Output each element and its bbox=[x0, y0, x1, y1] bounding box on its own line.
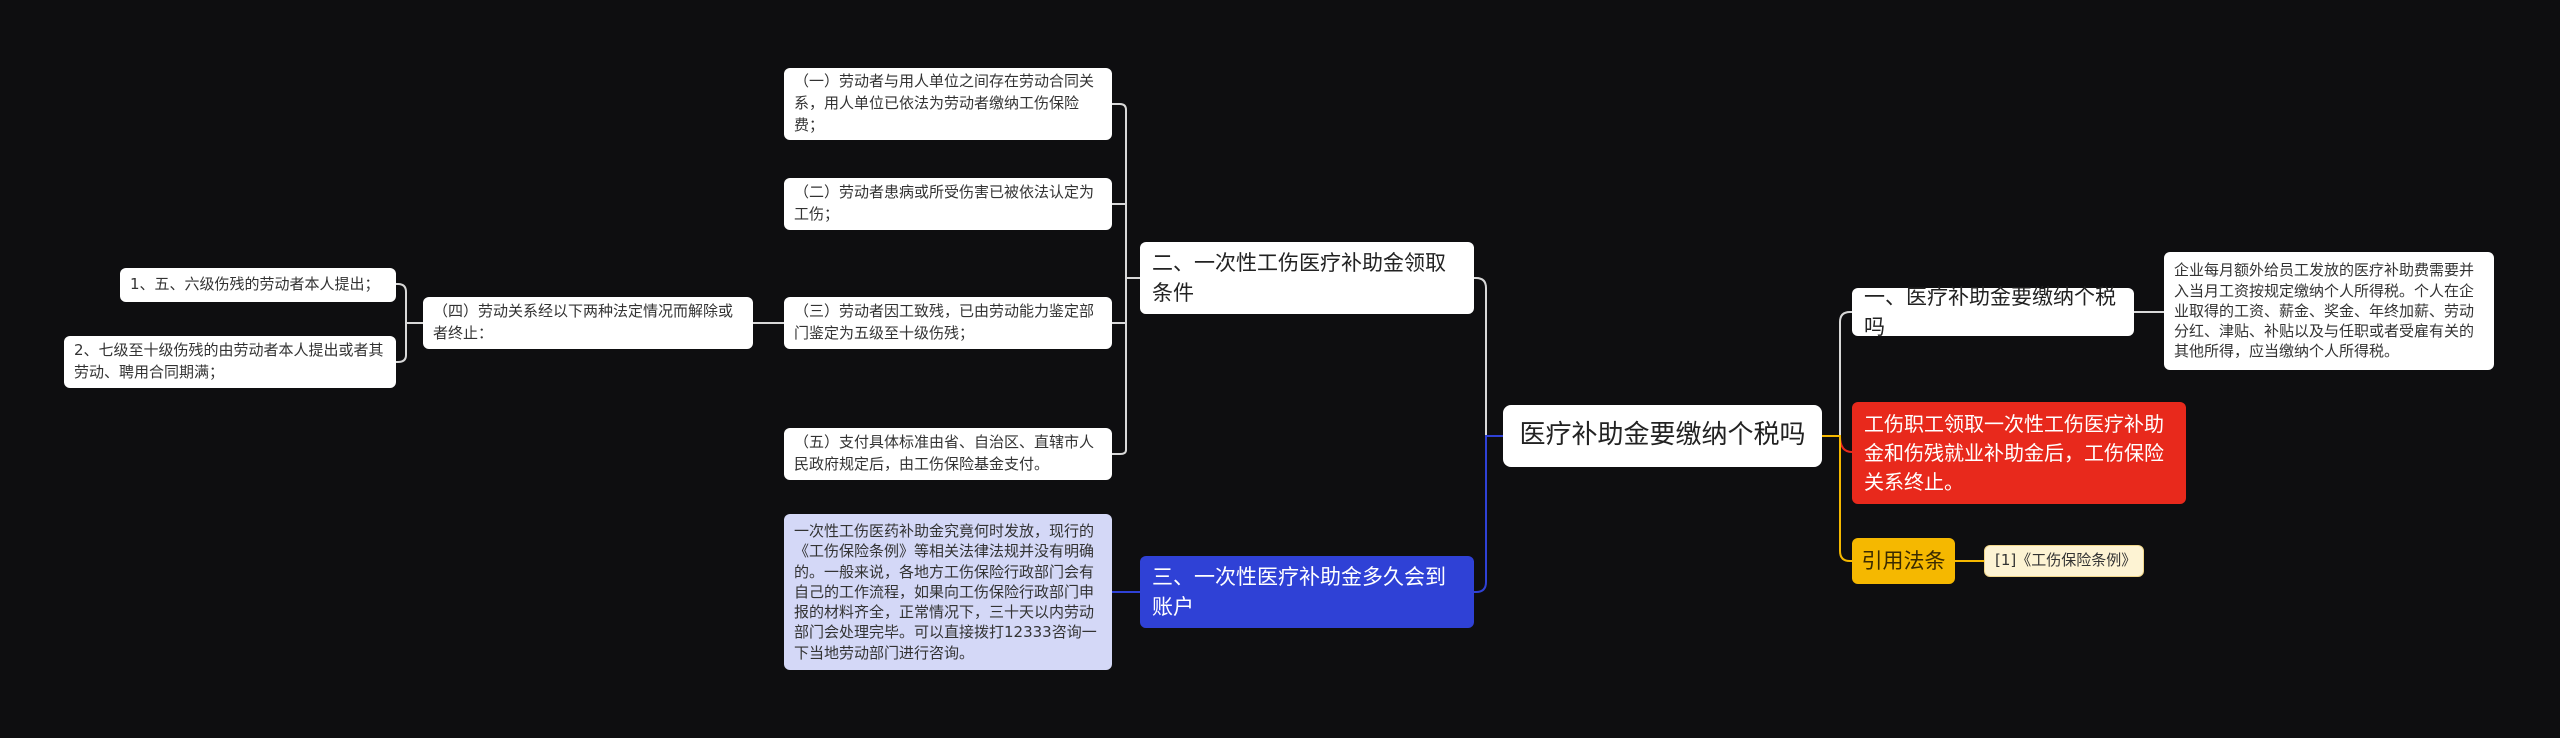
condition-item-1-text: （一）劳动者与用人单位之间存在劳动合同关系，用人单位已依法为劳动者缴纳工伤保险费… bbox=[794, 72, 1095, 134]
root-topic-label: 医疗补助金要缴纳个税吗 bbox=[1519, 420, 1806, 451]
edge-b4-items bbox=[1112, 103, 1140, 455]
branch-cited-law[interactable]: 引用法条 bbox=[1852, 538, 1955, 584]
condition-item-2[interactable]: （二）劳动者患病或所受伤害已被依法认定为工伤； bbox=[784, 178, 1112, 230]
edge-root-b5 bbox=[1474, 435, 1503, 593]
condition-item-1[interactable]: （一）劳动者与用人单位之间存在劳动合同关系，用人单位已依法为劳动者缴纳工伤保险费… bbox=[784, 68, 1112, 140]
branch-tax-question-label: 一、医疗补助金要缴纳个税吗 bbox=[1864, 284, 2116, 339]
payment-timing-detail-text: 一次性工伤医药补助金究竟何时发放，现行的《工伤保险条例》等相关法律法规并没有明确… bbox=[794, 522, 1097, 662]
termination-case-2[interactable]: 2、七级至十级伤残的由劳动者本人提出或者其劳动、聘用合同期满； bbox=[64, 336, 396, 388]
branch-cited-law-label: 引用法条 bbox=[1861, 548, 1946, 573]
edge-root-b3 bbox=[1822, 435, 1852, 562]
branch-eligibility-conditions[interactable]: 二、一次性工伤医疗补助金领取条件 bbox=[1140, 242, 1474, 314]
condition-item-5[interactable]: （五）支付具体标准由省、自治区、直辖市人民政府规定后，由工伤保险基金支付。 bbox=[784, 428, 1112, 480]
condition-item-3[interactable]: （三）劳动者因工致残，已由劳动能力鉴定部门鉴定为五级至十级伤残； bbox=[784, 297, 1112, 349]
termination-case-1[interactable]: 1、五、六级伤残的劳动者本人提出； bbox=[120, 268, 396, 302]
branch-insurance-termination[interactable]: 工伤职工领取一次性工伤医疗补助金和伤残就业补助金后，工伤保险关系终止。 bbox=[1852, 402, 2186, 504]
branch-payment-timing[interactable]: 三、一次性医疗补助金多久会到账户 bbox=[1140, 556, 1474, 628]
branch-payment-timing-label: 三、一次性医疗补助金多久会到账户 bbox=[1152, 564, 1446, 619]
tax-question-detail[interactable]: 企业每月额外给员工发放的医疗补助费需要并入当月工资按规定缴纳个人所得税。个人在企… bbox=[2164, 252, 2494, 370]
branch-tax-question[interactable]: 一、医疗补助金要缴纳个税吗 bbox=[1852, 285, 2134, 339]
branch-eligibility-conditions-label: 二、一次性工伤医疗补助金领取条件 bbox=[1152, 250, 1446, 305]
tax-question-detail-text: 企业每月额外给员工发放的医疗补助费需要并入当月工资按规定缴纳个人所得税。个人在企… bbox=[2174, 261, 2475, 361]
condition-item-2-text: （二）劳动者患病或所受伤害已被依法认定为工伤； bbox=[794, 183, 1095, 223]
condition-item-5-text: （五）支付具体标准由省、自治区、直辖市人民政府规定后，由工伤保险基金支付。 bbox=[794, 433, 1095, 473]
root-topic[interactable]: 医疗补助金要缴纳个税吗 bbox=[1503, 405, 1822, 467]
termination-case-1-text: 1、五、六级伤残的劳动者本人提出； bbox=[130, 275, 380, 294]
condition-item-4[interactable]: （四）劳动关系经以下两种法定情况而解除或者终止： bbox=[423, 297, 753, 349]
payment-timing-detail[interactable]: 一次性工伤医药补助金究竟何时发放，现行的《工伤保险条例》等相关法律法规并没有明确… bbox=[784, 514, 1112, 670]
condition-item-4-text: （四）劳动关系经以下两种法定情况而解除或者终止： bbox=[433, 302, 734, 342]
termination-case-2-text: 2、七级至十级伤残的由劳动者本人提出或者其劳动、聘用合同期满； bbox=[74, 341, 384, 381]
branch-insurance-termination-label: 工伤职工领取一次性工伤医疗补助金和伤残就业补助金后，工伤保险关系终止。 bbox=[1864, 411, 2164, 494]
cited-law-reference-text: [1]《工伤保险条例》 bbox=[1995, 551, 2137, 570]
condition-item-3-text: （三）劳动者因工致残，已由劳动能力鉴定部门鉴定为五级至十级伤残； bbox=[794, 302, 1095, 342]
edge-root-b1 bbox=[1822, 311, 1852, 437]
edge-item4-sub bbox=[396, 283, 423, 363]
edge-root-b4 bbox=[1474, 277, 1503, 437]
cited-law-reference[interactable]: [1]《工伤保险条例》 bbox=[1984, 545, 2144, 577]
